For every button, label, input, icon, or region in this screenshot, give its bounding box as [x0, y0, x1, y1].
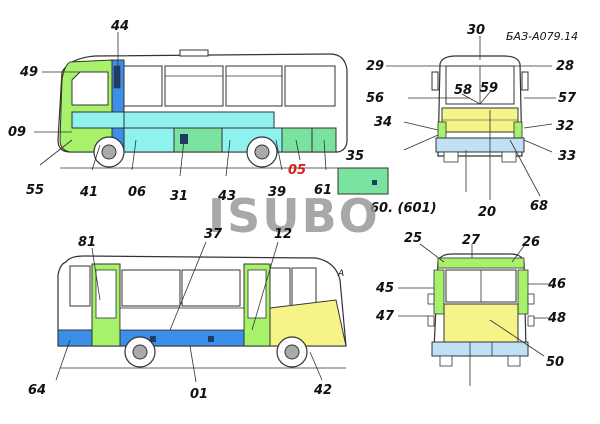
- label-49: 49: [19, 65, 38, 80]
- right-side-view: 81 37 12 64 01 42 А: [28, 227, 347, 402]
- label-20: 20: [478, 205, 496, 220]
- label-59: 59: [480, 81, 498, 96]
- label-29: 29: [366, 59, 384, 74]
- label-28: 28: [556, 59, 574, 74]
- rear-view: 25 27 26 45 46 47 48 50: [375, 231, 566, 386]
- label-39: 39: [268, 185, 286, 200]
- label-64: 64: [28, 383, 46, 398]
- label-09: 09: [8, 125, 26, 140]
- label-35: 35: [346, 149, 364, 164]
- label-31: 31: [170, 189, 188, 204]
- watermark: ISUBO: [208, 189, 380, 243]
- document-code: БАЗ-А079.14: [506, 30, 578, 43]
- label-42: 42: [313, 383, 332, 398]
- label-26: 26: [522, 235, 540, 250]
- left-side-view: 44 49 09 55 41 06 31 43 39 05 61 35 60. …: [8, 19, 437, 216]
- label-68: 68: [530, 199, 548, 214]
- label-43: 43: [217, 189, 236, 204]
- label-01: 01: [190, 387, 208, 402]
- label-12: 12: [274, 227, 292, 242]
- label-56: 56: [366, 91, 384, 106]
- label-37: 37: [204, 227, 223, 242]
- label-44: 44: [110, 19, 129, 34]
- panel-variant-label: 60. (601): [370, 201, 437, 216]
- label-50: 50: [546, 355, 564, 370]
- label-61: 61: [314, 183, 332, 198]
- label-34: 34: [374, 115, 392, 130]
- label-57: 57: [558, 91, 577, 106]
- label-45: 45: [375, 281, 394, 296]
- label-06: 06: [128, 185, 146, 200]
- label-55: 55: [26, 183, 44, 198]
- label-27: 27: [462, 233, 481, 248]
- label-46: 46: [547, 277, 566, 292]
- label-25: 25: [404, 231, 422, 246]
- label-81: 81: [78, 235, 96, 250]
- label-30: 30: [467, 23, 485, 38]
- label-58: 58: [454, 83, 472, 98]
- label-41: 41: [79, 185, 98, 200]
- label-48: 48: [547, 311, 566, 326]
- label-33: 33: [558, 149, 576, 164]
- label-32: 32: [556, 119, 574, 134]
- small-mark: А: [337, 269, 344, 279]
- label-05: 05: [288, 163, 306, 178]
- front-view: 30 29 28 56 58 59 57 34 32 33 68 20: [366, 23, 577, 220]
- label-47: 47: [375, 309, 395, 324]
